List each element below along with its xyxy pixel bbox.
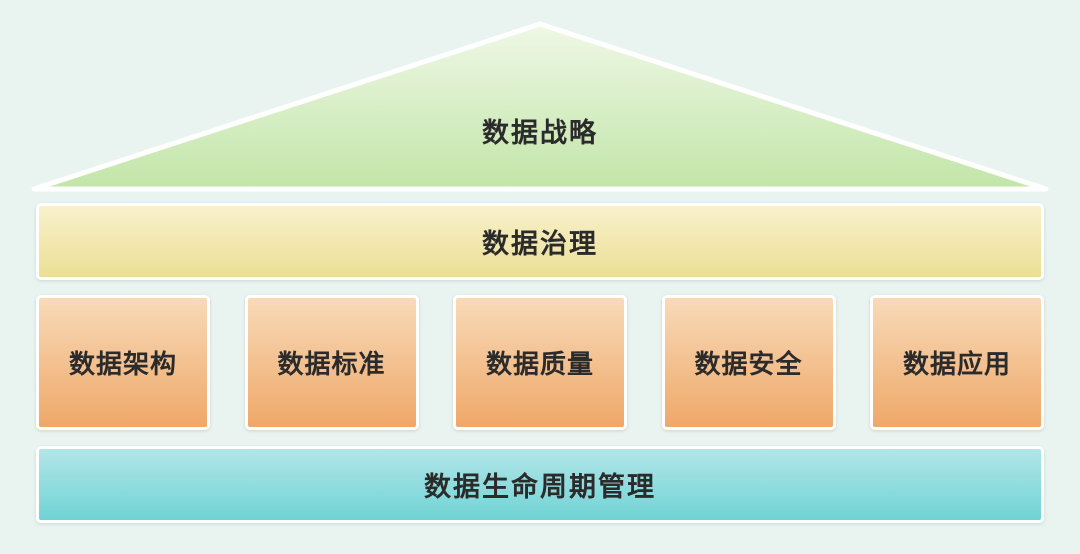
foundation-label: 数据生命周期管理: [424, 472, 656, 502]
pillar-data-security: 数据安全: [661, 295, 836, 430]
strategy-label: 数据战略: [482, 118, 598, 148]
pillar-label: 数据架构: [68, 349, 177, 379]
pillar-data-quality: 数据质量: [453, 295, 627, 430]
pillar-data-architecture: 数据架构: [36, 295, 210, 430]
strategy-roof-triangle: [31, 21, 1049, 192]
pillar-label: 数据质量: [485, 349, 594, 379]
pillars-row: 数据架构 数据标准 数据质量 数据安全 数据应用: [36, 295, 1044, 430]
foundation-bar: 数据生命周期管理: [36, 446, 1044, 523]
pillar-data-application: 数据应用: [870, 295, 1044, 430]
pillar-data-standards: 数据标准: [244, 295, 419, 430]
pillar-label: 数据应用: [902, 349, 1011, 379]
governance-label: 数据治理: [482, 229, 598, 259]
pillar-label: 数据安全: [694, 349, 803, 379]
pillar-label: 数据标准: [277, 349, 386, 379]
governance-bar: 数据治理: [36, 203, 1044, 280]
